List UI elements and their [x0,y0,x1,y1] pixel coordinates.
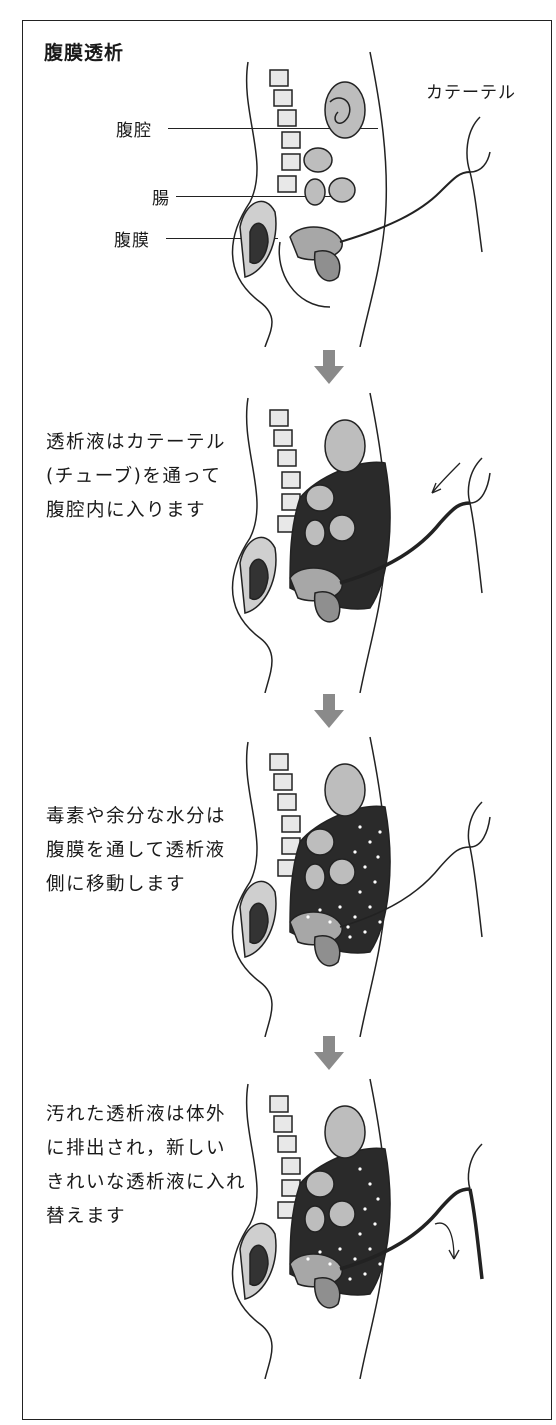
label-peritoneum: 腹膜 [114,226,150,251]
step-note-1: 透析液はカテーテル (チューブ)を通って 腹腔内に入ります [46,426,226,528]
label-intestine: 腸 [152,184,170,209]
step-note-3: 汚れた透析液は体外 に排出され，新しい きれいな透析液に入れ 替えます [46,1098,246,1234]
down-arrow-3 [314,1036,344,1070]
anatomy-panel-2 [220,388,520,693]
anatomy-panel-1 [220,42,520,347]
label-abdominal-cavity: 腹腔 [116,116,152,141]
anatomy-panel-3 [220,732,520,1037]
down-arrow-2 [314,694,344,728]
figure-title: 腹膜透析 [44,38,124,65]
anatomy-panel-4 [220,1074,520,1379]
down-arrow-1 [314,350,344,384]
step-note-2: 毒素や余分な水分は 腹膜を通して透析液 側に移動します [46,800,226,902]
